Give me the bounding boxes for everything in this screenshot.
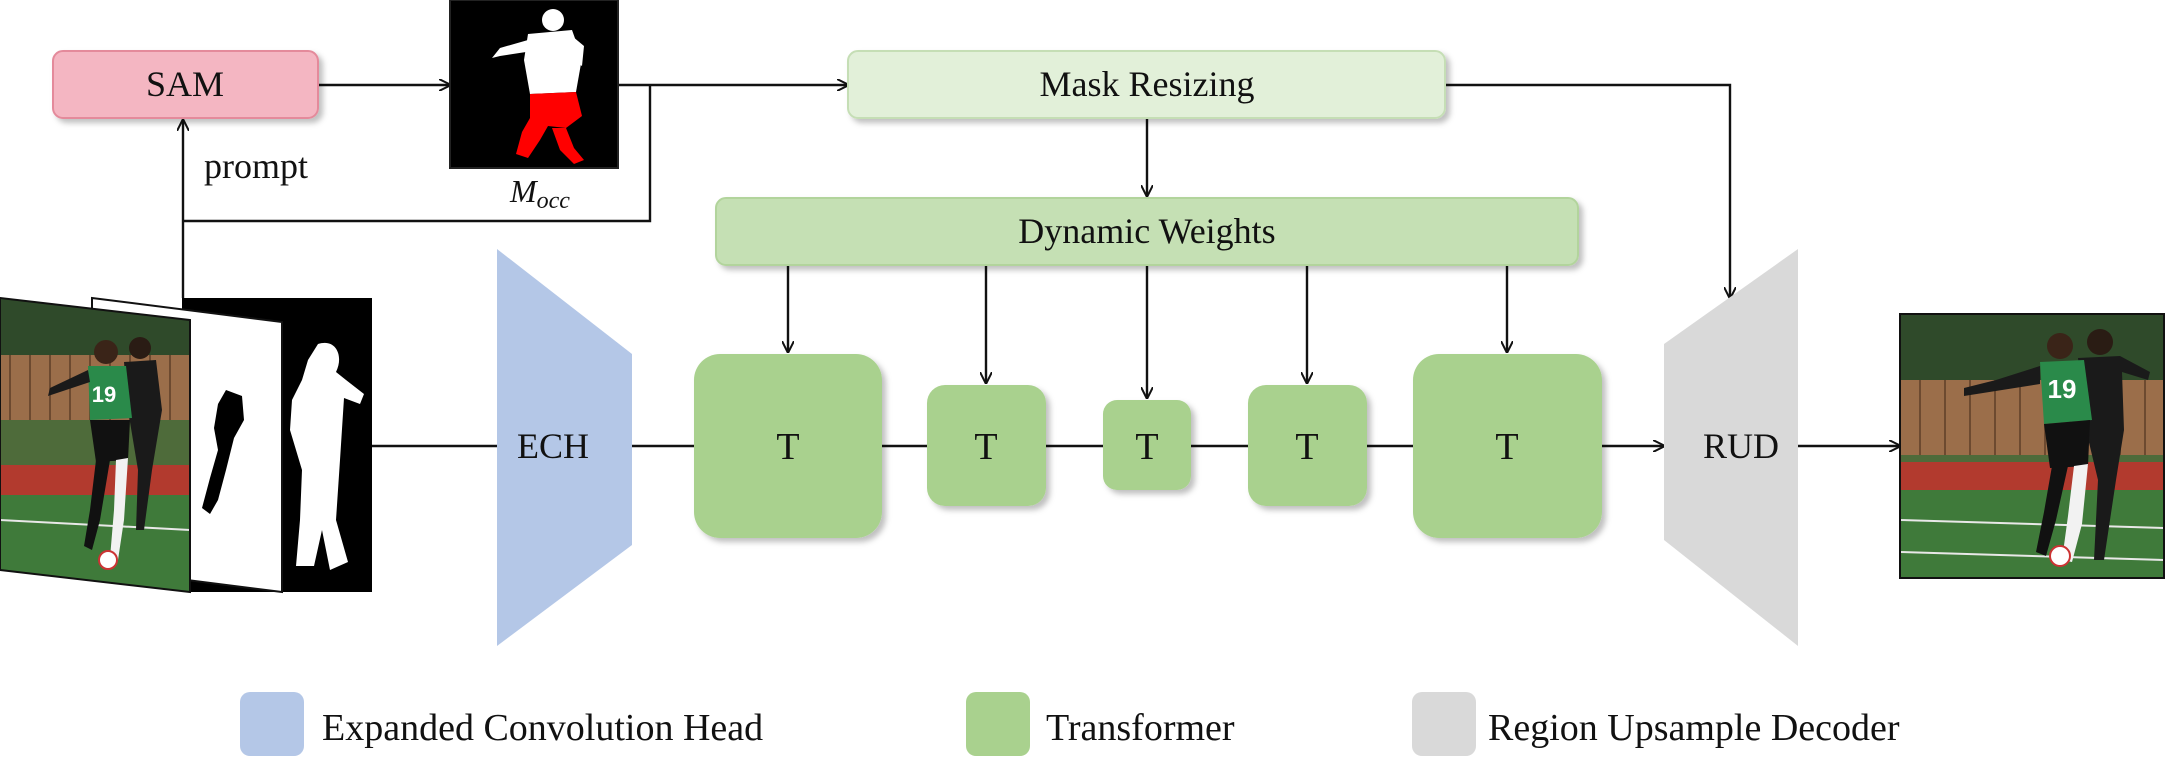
dynamic-weights-label: Dynamic Weights bbox=[1018, 211, 1275, 251]
input-image-stack: 19 bbox=[0, 296, 372, 594]
occlusion-mask-image bbox=[449, 0, 619, 169]
transformer-label: T bbox=[974, 426, 997, 468]
sam-box: SAM bbox=[52, 50, 319, 119]
mask-resizing-label: Mask Resizing bbox=[1040, 64, 1255, 104]
transformer-label: T bbox=[1135, 426, 1158, 468]
legend-item-transformer: Transformer bbox=[966, 692, 1235, 756]
transformer-4: T bbox=[1248, 385, 1367, 506]
rud-label: RUD bbox=[1703, 426, 1779, 466]
svg-text:19: 19 bbox=[2048, 374, 2077, 404]
transformer-2: T bbox=[927, 385, 1046, 506]
output-image: 19 bbox=[1899, 313, 2165, 579]
sam-label: SAM bbox=[146, 64, 224, 104]
transformer-label: T bbox=[1295, 426, 1318, 468]
transformer-label: T bbox=[776, 426, 799, 468]
transformer-1: T bbox=[694, 354, 882, 538]
ech-block: ECH bbox=[497, 249, 632, 646]
svg-text:19: 19 bbox=[92, 382, 116, 407]
legend-label: Transformer bbox=[1046, 707, 1235, 749]
legend-label: Expanded Convolution Head bbox=[322, 707, 763, 749]
mask-resizing-box: Mask Resizing bbox=[847, 50, 1446, 119]
transformer-3: T bbox=[1103, 400, 1191, 490]
ech-label: ECH bbox=[517, 426, 589, 466]
mask-label: Mocc bbox=[509, 173, 570, 214]
prompt-label: prompt bbox=[204, 146, 308, 186]
legend-item-rud: Region Upsample Decoder bbox=[1412, 692, 1900, 756]
edges bbox=[183, 85, 1900, 446]
legend-item-ech: Expanded Convolution Head bbox=[240, 692, 763, 756]
rud-block: RUD bbox=[1664, 249, 1798, 646]
dynamic-weights-box: Dynamic Weights bbox=[715, 197, 1579, 266]
legend: Expanded Convolution Head Transformer Re… bbox=[240, 692, 1900, 756]
transformer-5: T bbox=[1413, 354, 1602, 538]
transformer-label: T bbox=[1495, 426, 1518, 468]
transformer-blocks: T T T T T bbox=[694, 354, 1602, 538]
legend-label: Region Upsample Decoder bbox=[1488, 707, 1900, 749]
